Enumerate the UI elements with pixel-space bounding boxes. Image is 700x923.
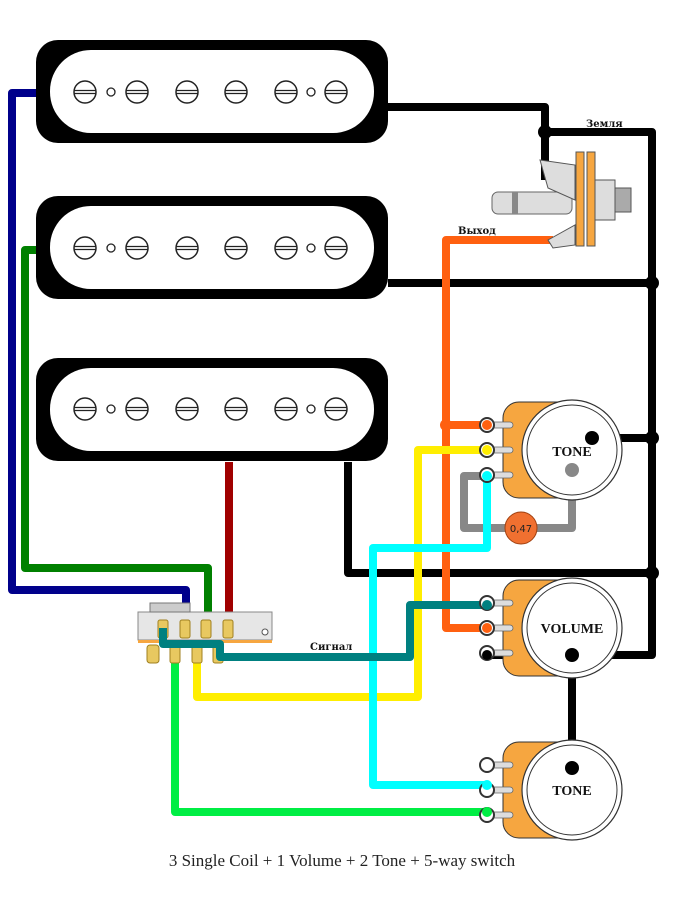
tone2-label: TONE <box>552 784 591 799</box>
pickup-middle <box>36 196 388 299</box>
output-label: Выход <box>458 226 496 237</box>
wire-end <box>482 420 492 430</box>
pole-piece-icon <box>73 80 97 104</box>
screw-hole-icon <box>306 243 316 253</box>
pole-piece-icon <box>175 397 199 421</box>
wire-end <box>482 600 492 610</box>
pot-lug <box>479 757 495 773</box>
signal-wire <box>159 601 487 661</box>
pole-piece-icon <box>73 397 97 421</box>
ground-solder-point <box>565 761 579 775</box>
screw-hole-icon <box>106 243 116 253</box>
ground-solder-point <box>585 431 599 445</box>
output-wire <box>442 236 553 632</box>
tone-pot-2 <box>479 739 623 841</box>
pole-piece-icon <box>224 397 248 421</box>
pickup-bridge <box>36 358 388 461</box>
screw-hole-icon <box>306 404 316 414</box>
wire-end <box>482 623 492 633</box>
pickup-neck <box>36 40 388 143</box>
pole-piece-icon <box>73 236 97 260</box>
pole-piece-icon <box>274 80 298 104</box>
tone1-wire <box>193 446 487 701</box>
volume-pot <box>479 577 623 679</box>
pole-pieces <box>73 80 348 421</box>
wire-end <box>482 807 492 817</box>
output-jack <box>491 151 632 249</box>
pole-piece-icon <box>175 80 199 104</box>
pole-piece-icon <box>274 236 298 260</box>
wire-end <box>482 650 492 660</box>
pole-piece-icon <box>125 80 149 104</box>
tone1-label: TONE <box>552 445 591 460</box>
tone-pot-1 <box>479 399 623 501</box>
pole-piece-icon <box>125 397 149 421</box>
signal-label: Сигнал <box>310 642 352 653</box>
wire-end <box>482 780 492 790</box>
capacitor-label: 0,47 <box>510 524 532 535</box>
capacitor: 0,47 <box>504 511 538 545</box>
screw-hole-icon <box>306 87 316 97</box>
middle-pickup-wire <box>21 246 212 625</box>
neck-pickup-wire <box>8 89 190 625</box>
ground-label: Земля <box>586 119 623 130</box>
pole-piece-icon <box>324 80 348 104</box>
pole-piece-icon <box>224 80 248 104</box>
pole-piece-icon <box>224 236 248 260</box>
caption: 3 Single Coil + 1 Volume + 2 Tone + 5-wa… <box>169 851 516 870</box>
wire-end <box>482 445 492 455</box>
pole-piece-icon <box>175 236 199 260</box>
pole-piece-icon <box>324 236 348 260</box>
ground-solder-point <box>565 648 579 662</box>
tone2-wire <box>369 476 491 789</box>
pole-piece-icon <box>324 397 348 421</box>
screw-hole-icon <box>106 87 116 97</box>
volume-label: VOLUME <box>541 622 604 637</box>
screw-hole-icon <box>106 404 116 414</box>
capacitor-solder-point <box>565 463 579 477</box>
wire-end <box>482 471 492 481</box>
capacitor-wire <box>460 470 576 532</box>
pole-piece-icon <box>125 236 149 260</box>
tone3-wire <box>171 650 487 816</box>
pole-piece-icon <box>274 397 298 421</box>
